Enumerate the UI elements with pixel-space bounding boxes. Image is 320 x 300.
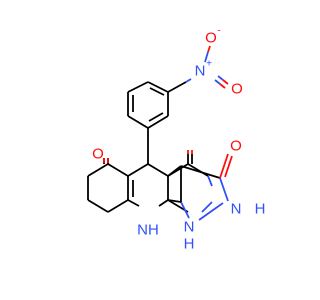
nitro-oxygen-right-label: O xyxy=(231,81,243,98)
bond xyxy=(107,199,129,213)
ketone-oxygen-label: O xyxy=(92,146,104,163)
bond xyxy=(167,165,182,177)
bond-double xyxy=(224,155,233,178)
bond xyxy=(127,163,149,177)
nitro-oxygen-top-label: O xyxy=(205,30,217,47)
nitro-oxygen-charge: - xyxy=(217,26,220,37)
nitro-group: O - N + O xyxy=(167,26,243,98)
nitro-nitrogen-label: N xyxy=(195,63,206,80)
phenyl-ring xyxy=(127,81,169,129)
bond xyxy=(219,83,226,89)
bond xyxy=(214,79,221,85)
skeleton-overlay xyxy=(167,153,233,221)
pyrazole-h1-label: H xyxy=(184,236,195,253)
molecule-structure-diagram: O - N + O xyxy=(87,26,266,253)
bond xyxy=(87,199,109,213)
fused-ring-system: O xyxy=(87,146,169,213)
molecule-svg: O - N + O xyxy=(87,26,266,253)
bond-double-inner xyxy=(148,112,164,122)
pyrazole-ring: O N H N H xyxy=(167,138,266,253)
bond xyxy=(201,201,213,213)
bond xyxy=(219,153,229,179)
bond xyxy=(219,177,229,202)
bond-double-inner xyxy=(149,87,165,96)
bond xyxy=(127,81,149,93)
pyrazole-n1-label: N xyxy=(184,219,195,236)
pyrazole-h2-label: H xyxy=(255,201,266,218)
bond xyxy=(207,175,213,187)
nitro-nitrogen-charge: + xyxy=(206,59,212,70)
bond xyxy=(180,201,190,219)
bond xyxy=(204,51,209,63)
bond xyxy=(222,79,229,85)
bond xyxy=(127,199,140,207)
bond xyxy=(167,199,182,203)
bond xyxy=(87,163,109,177)
bond xyxy=(107,163,129,177)
bond xyxy=(198,202,224,221)
bond xyxy=(147,81,169,93)
pyrazole-n2-label: N xyxy=(231,201,242,218)
hydroxyl-oxygen-label: O xyxy=(230,138,242,155)
ring-nh-label: NH xyxy=(137,222,159,239)
bond xyxy=(180,165,221,179)
bond xyxy=(127,115,149,129)
bond xyxy=(167,81,187,93)
bond xyxy=(207,45,211,53)
bond xyxy=(147,115,169,129)
bond xyxy=(147,163,169,177)
bond xyxy=(158,199,169,207)
bond xyxy=(185,78,192,83)
bond xyxy=(217,75,224,81)
